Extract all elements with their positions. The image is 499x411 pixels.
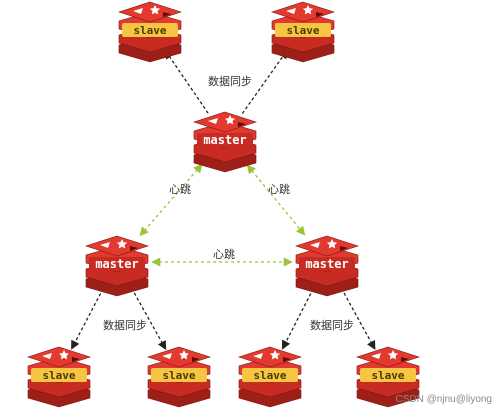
slave-label: slave xyxy=(253,369,286,382)
sync-label-bottom-right: 数据同步 xyxy=(310,318,354,332)
slave-bottom-4-node: slave xyxy=(356,346,420,408)
sync-label-top: 数据同步 xyxy=(208,74,252,88)
sync-label-bottom-left: 数据同步 xyxy=(103,318,147,332)
slave-label: slave xyxy=(42,369,75,382)
sync-arrow-5 xyxy=(71,288,104,350)
node-label-band xyxy=(242,368,298,382)
slave-label: slave xyxy=(286,24,319,37)
node-label-band xyxy=(197,133,253,147)
slave-label: slave xyxy=(162,369,195,382)
node-label-band xyxy=(151,368,207,382)
master-right-node: master xyxy=(295,235,359,297)
sync-arrow-0 xyxy=(164,49,209,114)
heartbeat-label-left: 心跳 xyxy=(169,182,191,196)
slave-top-left-node: slave xyxy=(118,1,182,63)
slave-bottom-1-node: slave xyxy=(27,346,91,408)
watermark-text: CSDN @njnu@liyong xyxy=(396,394,492,405)
master-label: master xyxy=(305,257,348,271)
sync-arrow-7 xyxy=(281,288,314,350)
slave-label: slave xyxy=(371,369,404,382)
master-left-node: master xyxy=(85,235,149,297)
slave-bottom-2-node: slave xyxy=(147,346,211,408)
slave-label: slave xyxy=(133,24,166,37)
master-label: master xyxy=(95,257,138,271)
master-label: master xyxy=(203,133,246,147)
nodes-layer: slave slave master master master slave slave sl… xyxy=(27,1,420,408)
node-label-band xyxy=(89,257,145,271)
heartbeat-arrow-3 xyxy=(246,164,306,236)
node-label-band xyxy=(122,23,178,37)
slave-top-right-node: slave xyxy=(271,1,335,63)
node-label-band xyxy=(275,23,331,37)
heartbeat-arrow-2 xyxy=(139,163,203,237)
sync-arrow-1 xyxy=(241,49,288,114)
master-top-node: master xyxy=(193,111,257,173)
heartbeat-label-right: 心跳 xyxy=(268,182,290,196)
edges-layer xyxy=(71,49,376,351)
heartbeat-label-middle: 心跳 xyxy=(213,247,235,261)
node-label-band xyxy=(360,368,416,382)
sync-arrow-6 xyxy=(131,287,167,351)
sync-arrow-8 xyxy=(340,287,376,351)
node-label-band xyxy=(31,368,87,382)
node-label-band xyxy=(299,257,355,271)
slave-bottom-3-node: slave xyxy=(238,346,302,408)
